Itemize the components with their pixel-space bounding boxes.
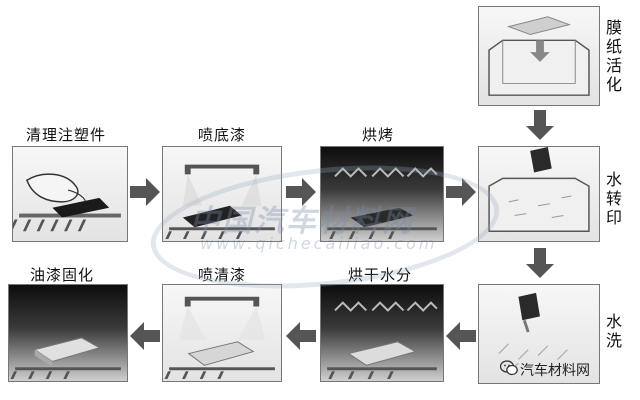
workpiece xyxy=(347,341,417,366)
hand-icon xyxy=(26,173,79,203)
bake-illustration xyxy=(327,167,438,240)
step-label-transfer: 水转印 xyxy=(605,170,622,227)
step-label-wash: 水洗 xyxy=(605,312,622,350)
panel-cure xyxy=(8,284,128,382)
step-label-spray-clear: 喷清漆 xyxy=(198,266,247,284)
workpiece xyxy=(52,197,110,218)
step-label-bake: 烘烤 xyxy=(362,126,395,144)
film-sheet xyxy=(506,16,572,35)
spray-gantry xyxy=(184,296,260,307)
arrow-left-icon xyxy=(446,322,476,350)
conveyor-rollers xyxy=(327,367,437,380)
workpiece xyxy=(187,341,255,366)
arrow-down-icon xyxy=(530,40,550,62)
arrow-right-icon xyxy=(130,178,160,206)
arrow-left-icon xyxy=(286,322,316,350)
wash-illustration xyxy=(498,292,568,374)
panel-wash xyxy=(478,284,600,384)
panel-dry xyxy=(320,284,444,382)
wechat-icon xyxy=(500,360,518,376)
workpiece xyxy=(350,207,414,228)
heater-coils xyxy=(334,301,438,312)
watermark-sub: www.qichecailiao.com xyxy=(200,234,438,253)
arrow-down-icon xyxy=(526,110,554,140)
spray-base-illustration xyxy=(165,164,275,240)
arrow-right-icon xyxy=(286,178,316,206)
conveyor-rollers xyxy=(164,367,275,380)
workpiece xyxy=(530,147,552,173)
transfer-illustration xyxy=(488,147,590,232)
water-tank xyxy=(488,177,590,232)
conveyor-rollers xyxy=(165,227,275,240)
panel-transfer xyxy=(478,146,600,242)
spray-clear-illustration xyxy=(164,296,275,380)
step-label-clean: 清理注塑件 xyxy=(26,126,107,144)
arrow-right-icon xyxy=(446,178,476,206)
panel-bake xyxy=(320,146,444,242)
panel-spray-clear xyxy=(162,284,282,382)
workpiece xyxy=(182,205,242,228)
dry-illustration xyxy=(327,301,438,380)
workpiece xyxy=(518,292,540,321)
conveyor-rollers xyxy=(10,367,121,380)
step-label-cure: 油漆固化 xyxy=(30,266,95,284)
step-label-activate: 膜纸活化 xyxy=(605,18,622,94)
spray-gantry xyxy=(184,164,260,175)
panel-spray-base xyxy=(162,146,282,242)
watermark-main: 中国汽车材料网 xyxy=(190,204,414,239)
panel-clean xyxy=(12,146,128,242)
step-label-spray-base: 喷底漆 xyxy=(198,126,247,144)
panel-activate xyxy=(478,6,600,106)
step-label-dry: 烘干水分 xyxy=(348,266,413,284)
arrow-left-icon xyxy=(130,322,160,350)
heater-coils xyxy=(334,167,438,178)
activate-illustration xyxy=(488,16,590,96)
arrow-down-icon xyxy=(526,248,554,278)
brand-label: 汽车材料网 xyxy=(520,363,590,379)
conveyor-rollers xyxy=(327,227,437,240)
clean-illustration xyxy=(13,173,121,232)
cure-illustration xyxy=(10,337,121,380)
